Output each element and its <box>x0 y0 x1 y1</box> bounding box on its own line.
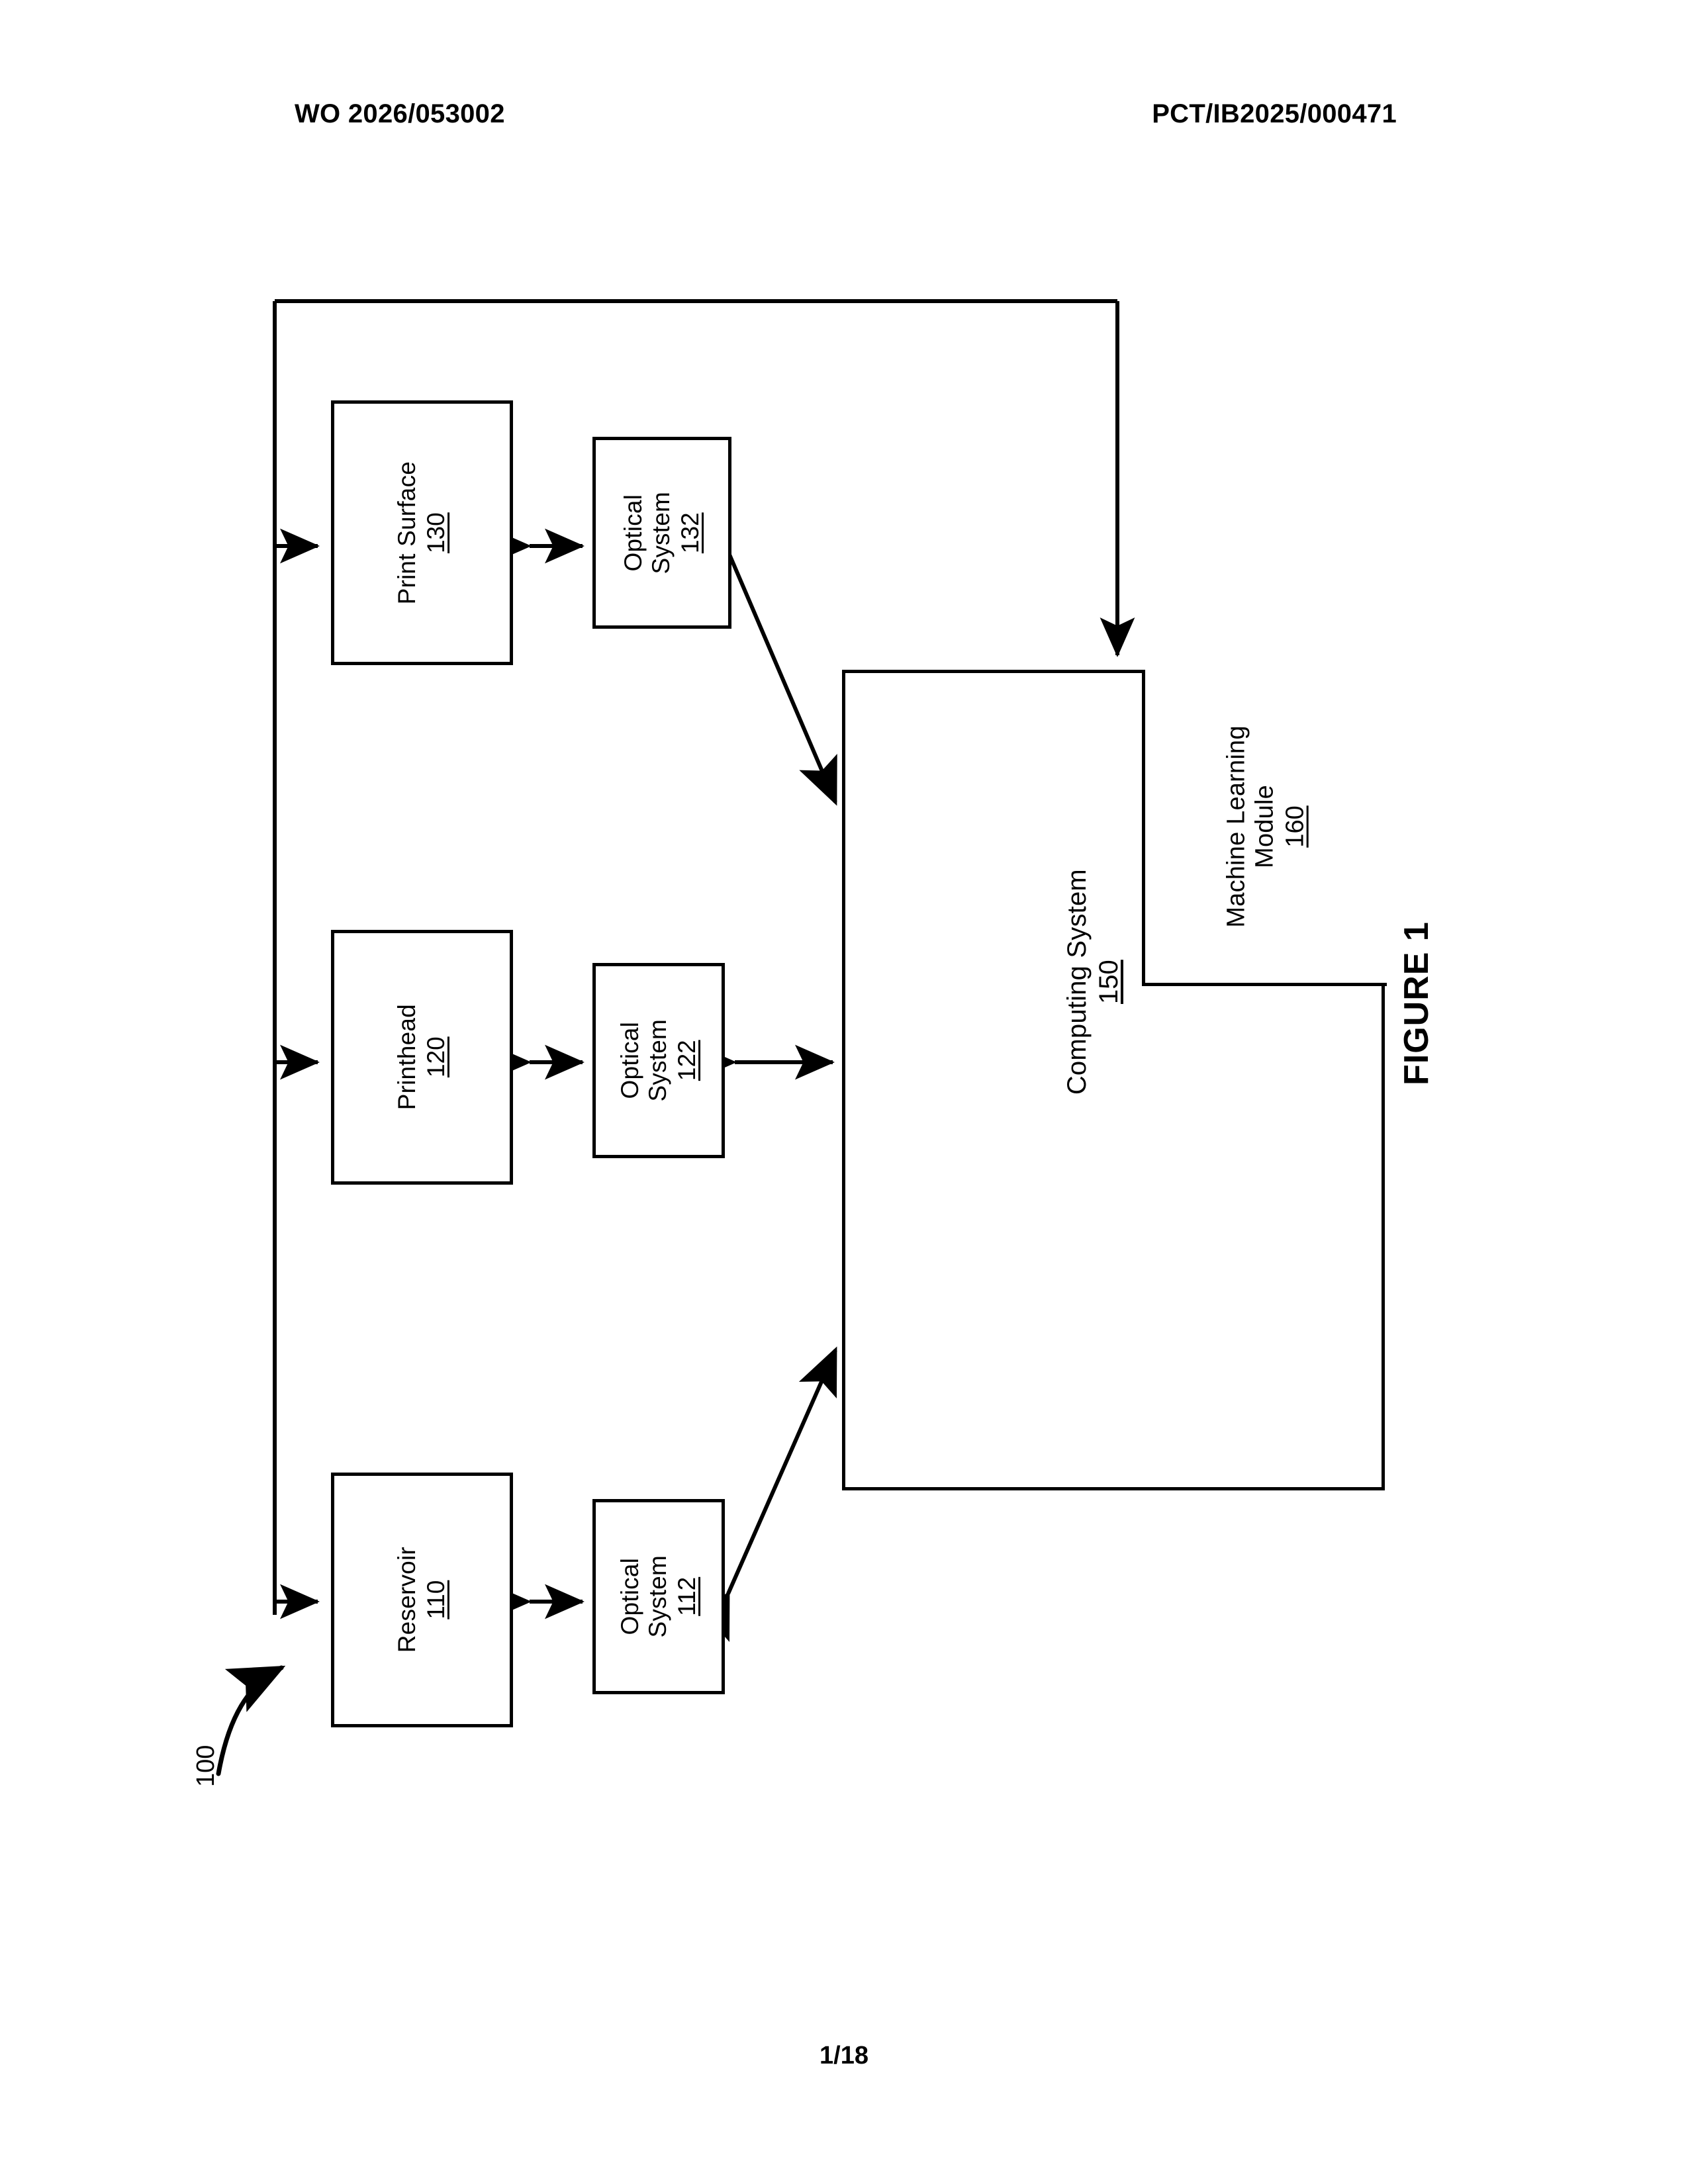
block-optical-system-112-label-line1: Optical <box>616 1558 643 1635</box>
block-printhead-ref: 120 <box>422 1036 450 1078</box>
block-optical-system-132[interactable]: Optical System 132 <box>592 437 731 629</box>
page-header: WO 2026/053002 PCT/IB2025/000471 <box>0 99 1688 139</box>
block-computing-system-label: Computing System <box>1062 869 1092 1095</box>
edge-optical-132-to-computing <box>693 506 837 806</box>
block-optical-system-112-ref: 112 <box>673 1576 701 1616</box>
block-machine-learning-module[interactable]: Machine Learning Module 160 <box>1142 670 1387 986</box>
block-optical-system-132-label-line1: Optical <box>619 494 647 572</box>
block-reservoir[interactable]: Reservoir 110 <box>331 1473 513 1727</box>
block-optical-system-112-label-line2: System <box>643 1555 671 1638</box>
block-machine-learning-module-ref: 160 <box>1281 805 1309 848</box>
block-optical-system-122-label-line2: System <box>643 1019 671 1102</box>
figure-caption-text: FIGURE 1 <box>1397 921 1436 1085</box>
edge-optical-112-to-computing <box>691 1346 837 1642</box>
block-optical-system-132-label-line2: System <box>647 491 675 574</box>
block-optical-system-112[interactable]: Optical System 112 <box>592 1499 725 1694</box>
block-reservoir-ref: 110 <box>422 1580 450 1619</box>
block-optical-system-122-ref: 122 <box>673 1040 701 1081</box>
header-application-number: PCT/IB2025/000471 <box>1152 99 1397 128</box>
block-optical-system-122[interactable]: Optical System 122 <box>592 963 725 1158</box>
bus-return-to-computing <box>275 299 1135 657</box>
block-print-surface[interactable]: Print Surface 130 <box>331 400 513 665</box>
block-reservoir-label: Reservoir <box>393 1547 421 1653</box>
block-machine-learning-module-label-line1: Machine Learning <box>1222 725 1250 928</box>
header-publication-number: WO 2026/053002 <box>295 99 505 128</box>
lead-line-100 <box>216 1665 286 1776</box>
block-print-surface-ref: 130 <box>422 512 450 553</box>
block-machine-learning-module-label-line2: Module <box>1250 784 1279 868</box>
block-optical-system-132-ref: 132 <box>677 512 704 553</box>
block-computing-system-ref: 150 <box>1094 960 1123 1004</box>
block-print-surface-label: Print Surface <box>393 461 421 605</box>
block-printhead[interactable]: Printhead 120 <box>331 930 513 1185</box>
block-printhead-label: Printhead <box>393 1004 421 1111</box>
page-footer: 1/18 <box>0 2042 1688 2070</box>
page-number: 1/18 <box>820 2042 868 2070</box>
block-optical-system-122-label-line1: Optical <box>616 1022 643 1099</box>
